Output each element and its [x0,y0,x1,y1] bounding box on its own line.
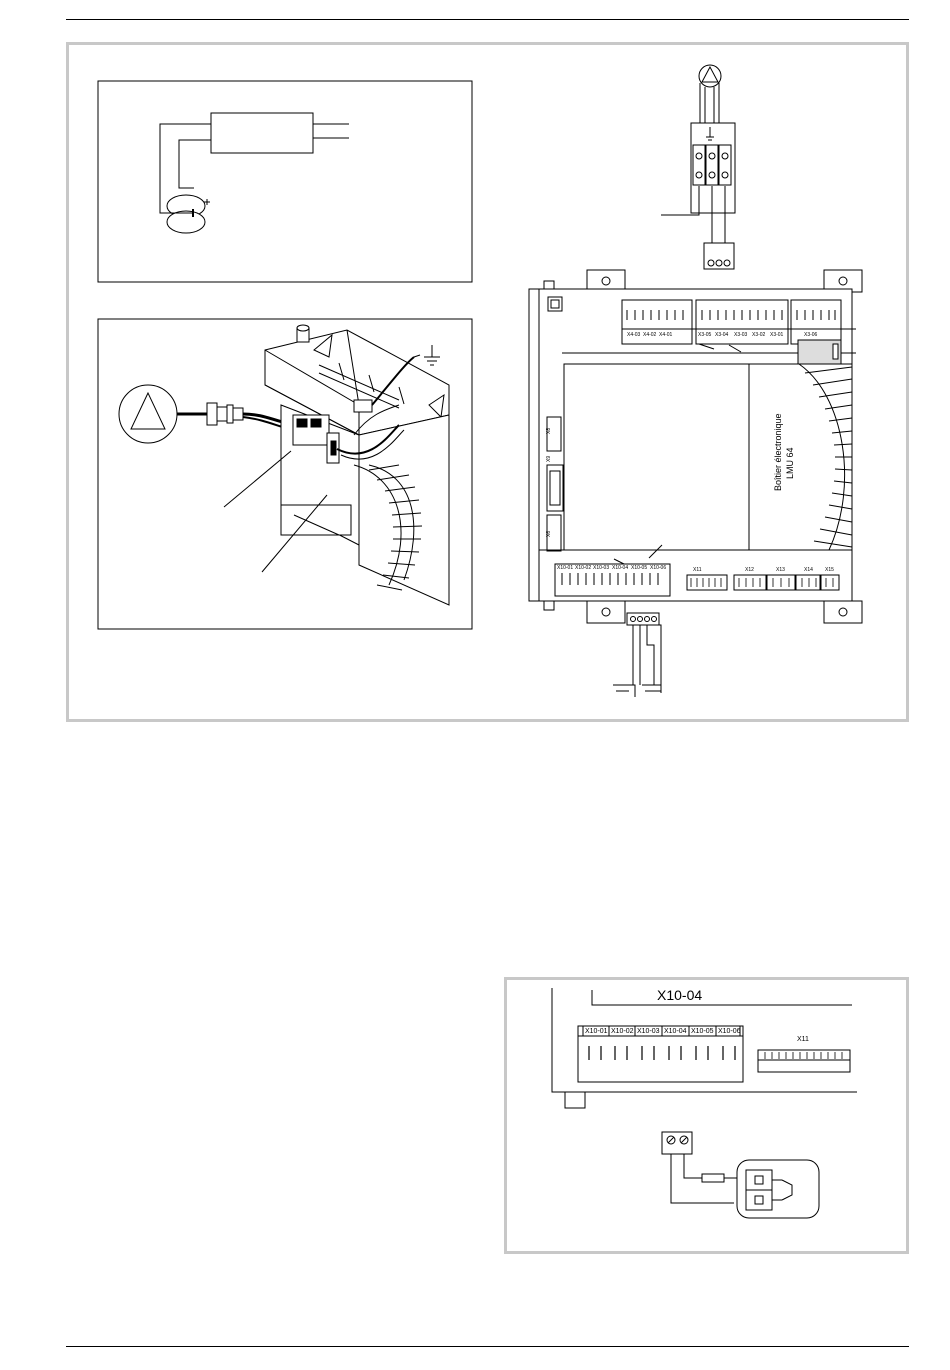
footer-rule [66,1346,909,1347]
detail-connector-label: X11 [797,1036,809,1043]
top-terminal-label-7: X3-02 [752,332,766,338]
bottom-terminal-label-1: X10-01 [557,565,573,571]
ground-symbol [424,345,440,365]
connector-label-x12: X12 [745,567,754,573]
detail-terminal-label-2: X10-02 [611,1028,634,1035]
detail-terminal-label-4: X10-04 [664,1028,687,1035]
pump-terminal-assembly [661,65,735,269]
cable-gland [207,403,217,425]
detail-labels: X10-04 X10-01 X10-02 X10-03 X10-04 X10-0… [585,987,809,1043]
bottom-terminal-label-6: X10-06 [650,565,666,571]
board-cover [564,364,749,550]
left-label-x8: X8 [546,428,552,434]
connector-label-x15: X15 [825,567,834,573]
detail-plug [662,1132,692,1154]
top-terminal-label-6: X3-03 [734,332,748,338]
detail-resistor [702,1174,724,1182]
top-terminal-label-2: X4-02 [643,332,657,338]
detail-terminal-label-6: X10-06 [718,1028,741,1035]
detail-tab [565,1092,585,1108]
left-label-x9: X9 [546,456,552,462]
top-terminal-label-8: X3-01 [770,332,784,338]
bottom-sensor-wiring [613,613,661,697]
connector-label-x11: X11 [693,567,702,573]
detail-figure-frame: X10-04 X10-01 X10-02 X10-03 X10-04 X10-0… [504,977,909,1254]
pump-wiring-inset [98,319,472,629]
detail-terminal-label-3: X10-03 [637,1028,660,1035]
top-terminal-label-3: X4-01 [659,332,673,338]
top-terminal-label-9: X3-06 [804,332,818,338]
header-rule [66,19,909,20]
detail-terminal-label-5: X10-05 [691,1028,714,1035]
bottom-terminal-label-5: X10-05 [631,565,647,571]
sensor-module [211,113,313,153]
connector-label-x14: X14 [804,567,813,573]
top-terminal-label-4: X3-05 [698,332,712,338]
detail-figure-svg: X10-04 X10-01 X10-02 X10-03 X10-04 X10-0… [507,980,906,1251]
connector-label-x13: X13 [776,567,785,573]
detail-terminal-label-1: X10-01 [585,1028,608,1035]
detail-callout-label: X10-04 [657,987,702,1003]
board-title-line1: Boîtier électronique [773,413,783,491]
top-terminal-label-1: X4-03 [627,332,641,338]
board-title-line2: LMU 64 [785,447,795,479]
bottom-terminal-label-4: X10-04 [612,565,628,571]
top-terminal-label-5: X3-04 [715,332,729,338]
main-figure-frame: X4-03 X4-02 X4-01 X3-05 X3-04 X3-03 X3-0… [66,42,909,722]
detail-callout-line [592,990,852,1005]
bottom-terminal-label-2: X10-02 [575,565,591,571]
detail-remote-device [737,1160,819,1218]
sensor-schematic-inset [98,81,472,282]
pump-icon [699,65,721,87]
bottom-terminal-label-3: X10-03 [593,565,609,571]
main-figure-svg: X4-03 X4-02 X4-01 X3-05 X3-04 X3-03 X3-0… [69,45,906,719]
left-label-x6: X6 [546,531,552,537]
